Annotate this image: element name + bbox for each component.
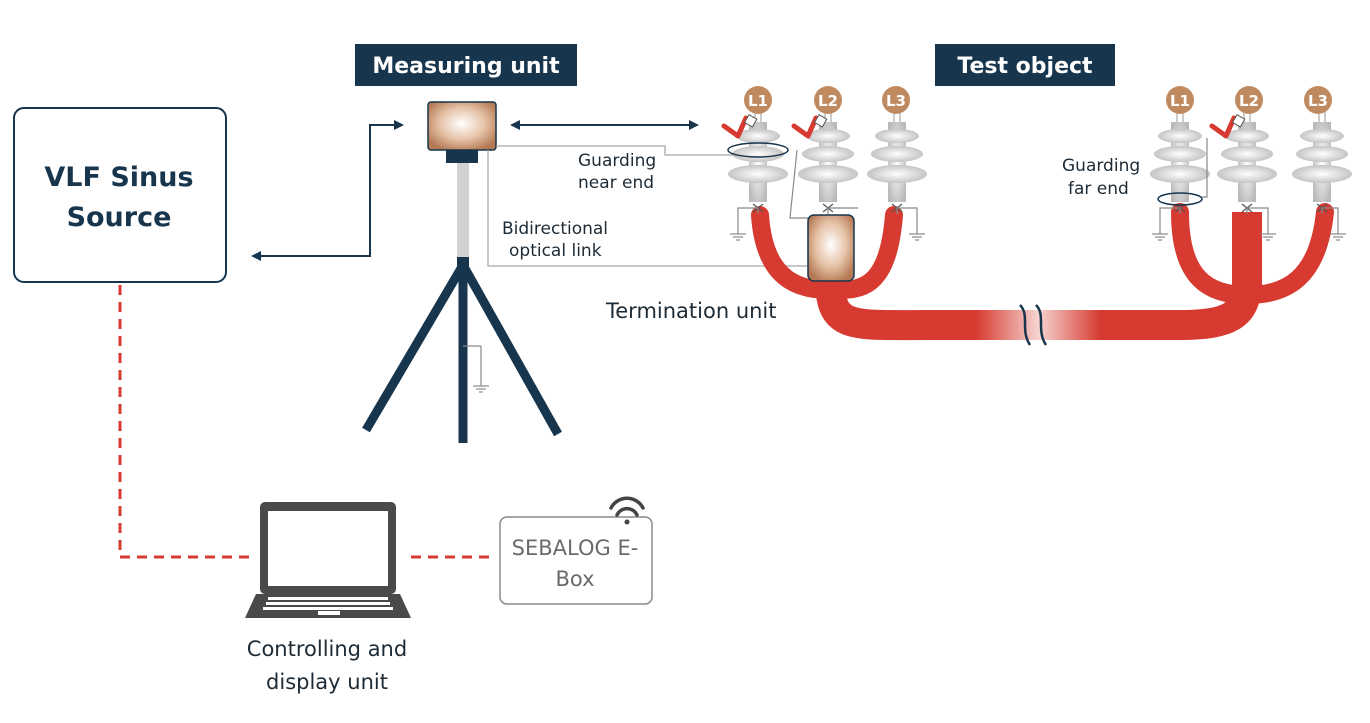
vlf-to-measuring-unit-arrow xyxy=(251,120,404,261)
near-end-insulators xyxy=(724,109,928,241)
phase-badge-far-l1: L1 xyxy=(1170,92,1190,110)
phase-badge-far-l3: L3 xyxy=(1308,92,1328,110)
phase-badge-near-l2: L2 xyxy=(818,92,838,110)
guarding-far-end-label-line1: Guarding xyxy=(1062,156,1140,176)
measuring-unit xyxy=(427,101,497,151)
phase-badge-far-l2: L2 xyxy=(1239,92,1259,110)
guard-ring-near xyxy=(727,142,789,158)
bidirectional-label-line2: optical link xyxy=(509,241,602,261)
vlf-to-laptop-link xyxy=(118,285,252,559)
vlf-sinus-source: VLF Sinus Source xyxy=(13,107,227,283)
phase-badge-near-l3: L3 xyxy=(886,92,906,110)
termination-unit-label: Termination unit xyxy=(605,299,777,323)
optical-link-lines xyxy=(487,145,808,267)
controlling-label-line2: display unit xyxy=(266,670,388,694)
guarding-near-end-label-line2: near end xyxy=(578,173,654,193)
guard-ring-far xyxy=(1157,192,1203,206)
guarding-far-end-label-line2: far end xyxy=(1068,179,1129,199)
phase-badge-near-l1: L1 xyxy=(748,92,768,110)
measuring-unit-title: Measuring unit xyxy=(372,54,560,79)
phase-badges-far: L1 L2 L3 xyxy=(1166,86,1332,114)
vlf-source-label-line1: VLF Sinus xyxy=(44,162,193,193)
guarding-near-end-label-line1: Guarding xyxy=(578,151,656,171)
controlling-label-line1: Controlling and xyxy=(247,637,407,661)
far-end-insulators xyxy=(1149,109,1353,241)
ebox-label-line2: Box xyxy=(555,567,594,591)
sebalog-ebox: SEBALOG E- Box xyxy=(499,516,653,605)
test-object-title: Test object xyxy=(957,54,1093,79)
measuring-unit-tripod xyxy=(362,150,562,443)
test-object-header: Test object xyxy=(935,44,1115,86)
laptop-icon xyxy=(245,502,411,618)
wifi-icon xyxy=(609,496,645,525)
ebox-label-line1: SEBALOG E- xyxy=(512,536,639,560)
bidirectional-label-line1: Bidirectional xyxy=(502,219,608,239)
measuring-unit-header: Measuring unit xyxy=(355,44,577,86)
vlf-source-label-line2: Source xyxy=(67,202,172,233)
cable xyxy=(751,203,1334,346)
phase-badges-near: L1 L2 L3 xyxy=(744,86,910,114)
termination-unit xyxy=(807,214,855,282)
